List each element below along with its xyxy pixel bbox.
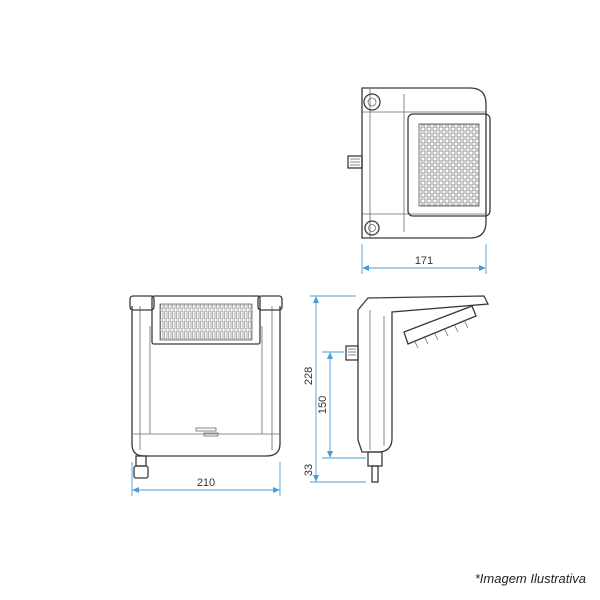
- side-height-bottom-label: 33: [303, 464, 315, 476]
- front-view-terminal: [133, 455, 149, 479]
- front-view: [129, 295, 283, 479]
- top-width-label: 171: [415, 255, 433, 267]
- front-width-label: 210: [197, 477, 215, 489]
- top-width-dimension: 171: [361, 244, 487, 274]
- top-view: [347, 87, 491, 239]
- side-view-terminal: [367, 451, 383, 483]
- caption: *Imagem Ilustrativa: [474, 571, 586, 586]
- side-height-total-label: 228: [303, 367, 315, 385]
- side-height-dimensions: 228 150 33: [303, 295, 366, 483]
- side-height-body-label: 150: [317, 396, 329, 414]
- side-view: [345, 295, 490, 483]
- top-view-pipe: [347, 155, 363, 169]
- side-view-pipe: [345, 345, 359, 361]
- front-width-dimension: 210: [131, 462, 281, 496]
